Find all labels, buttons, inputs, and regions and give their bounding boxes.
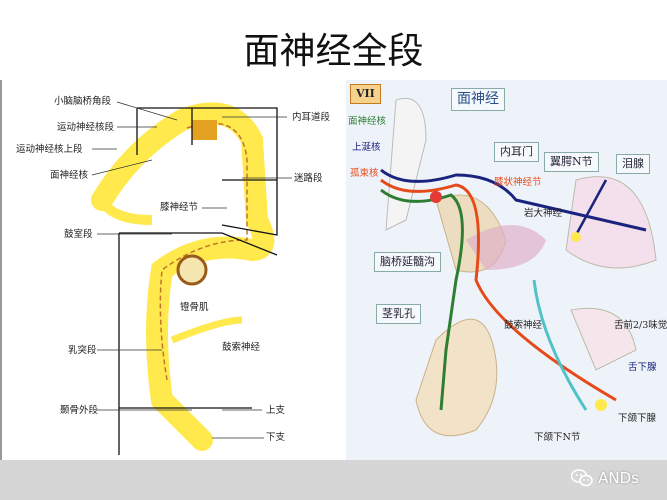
label-supranuclear-segment: 运动神经核上段 xyxy=(16,144,83,155)
label-sublingual-gland: 舌下腺 xyxy=(628,362,657,373)
label-facial-nucleus: 面神经核 xyxy=(50,170,89,181)
right-diagram-panel: VII 面神经 面神经核 上涎核 孤束核 内耳门 膝状神经节 翼腭N节 泪腺 岩… xyxy=(346,80,667,460)
facial-nerve-segments-drawing xyxy=(91,101,292,455)
label-cerebellopontine-segment: 小脑脑桥角段 xyxy=(54,96,112,107)
label-pontomedullary-sulcus: 脑桥延髓沟 xyxy=(374,252,441,272)
footer-bar xyxy=(0,460,667,500)
label-motor-nucleus-segment: 运动神经核段 xyxy=(57,122,115,133)
left-diagram-panel: 小脑脑桥角段 运动神经核段 运动神经核上段 面神经核 内耳道段 迷路段 膝神经节… xyxy=(0,80,344,460)
watermark-text: ANDs xyxy=(598,469,639,487)
label-superior-salivatory-nucleus: 上涎核 xyxy=(352,142,381,153)
label-lacrimal-gland: 泪腺 xyxy=(616,154,650,174)
wechat-icon xyxy=(571,469,593,487)
label-submandibular-ganglion: 下颌下N节 xyxy=(534,432,581,443)
label-internal-acoustic-pore: 内耳门 xyxy=(494,142,539,162)
label-chorda-tympani: 鼓索神经 xyxy=(504,320,543,331)
cranial-nerve-numeral: VII xyxy=(350,84,381,104)
label-extratemporal-segment: 颞骨外段 xyxy=(60,405,99,416)
label-anterior-tongue-taste: 舌前2/3味觉 xyxy=(614,320,667,331)
label-internal-canal-segment: 内耳道段 xyxy=(292,112,331,123)
label-labyrinthine-segment: 迷路段 xyxy=(294,173,323,184)
label-geniculate-ganglion: 膝神经节 xyxy=(160,202,199,213)
label-stylomastoid-foramen: 茎乳孔 xyxy=(376,304,421,324)
label-tympanic-segment: 鼓室段 xyxy=(64,229,93,240)
label-pterygopalatine-ganglion: 翼腭N节 xyxy=(544,152,599,172)
label-geniculate-ganglion: 膝状神经节 xyxy=(494,177,542,188)
label-chorda-tympani: 鼓索神经 xyxy=(222,342,261,353)
label-mastoid-segment: 乳突段 xyxy=(68,345,97,356)
label-greater-petrosal-nerve: 岩大神经 xyxy=(524,208,563,219)
label-lower-branch: 下支 xyxy=(266,432,286,443)
label-stapedius: 镫骨肌 xyxy=(180,302,209,313)
label-upper-branch: 上支 xyxy=(266,405,286,416)
slide-title: 面神经全段 xyxy=(243,31,424,72)
facial-nerve-pathway-drawing xyxy=(380,98,657,437)
label-submandibular-gland: 下颌下腺 xyxy=(618,413,657,424)
right-diagram-heading: 面神经 xyxy=(451,88,505,111)
label-facial-nucleus: 面神经核 xyxy=(348,116,387,127)
label-solitary-nucleus: 孤束核 xyxy=(350,168,379,179)
watermark: ANDs xyxy=(571,468,639,488)
